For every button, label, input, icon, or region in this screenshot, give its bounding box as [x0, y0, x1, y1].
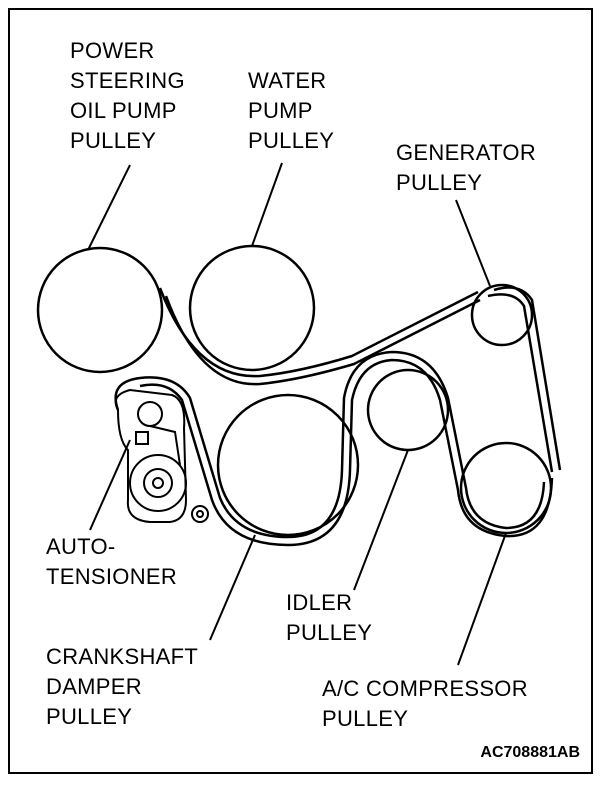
label-auto-tensioner: AUTO- TENSIONER	[46, 534, 178, 589]
power-steering-pulley	[36, 246, 164, 374]
generator-pulley	[470, 283, 534, 347]
ac-compressor-pulley	[459, 441, 553, 535]
drive-belt	[114, 286, 562, 547]
label-power-steering-pulley: POWER STEERING OIL PUMP PULLEY	[70, 38, 185, 153]
diagram-frame	[8, 8, 593, 774]
leader-lines	[87, 162, 507, 666]
idler-pulley	[366, 368, 450, 452]
auto-tensioner	[114, 388, 209, 523]
label-water-pump-pulley: WATER PUMP PULLEY	[248, 68, 335, 153]
water-pump-pulley	[188, 244, 316, 372]
label-generator-pulley: GENERATOR PULLEY	[396, 140, 537, 195]
label-ac-compressor-pulley: A/C COMPRESSOR PULLEY	[322, 676, 528, 731]
figure-code: AC708881AB	[480, 744, 580, 761]
label-crankshaft-damper-pulley: CRANKSHAFT DAMPER PULLEY	[46, 644, 199, 729]
crankshaft-pulley	[216, 393, 360, 537]
label-idler-pulley: IDLER PULLEY	[286, 590, 373, 645]
